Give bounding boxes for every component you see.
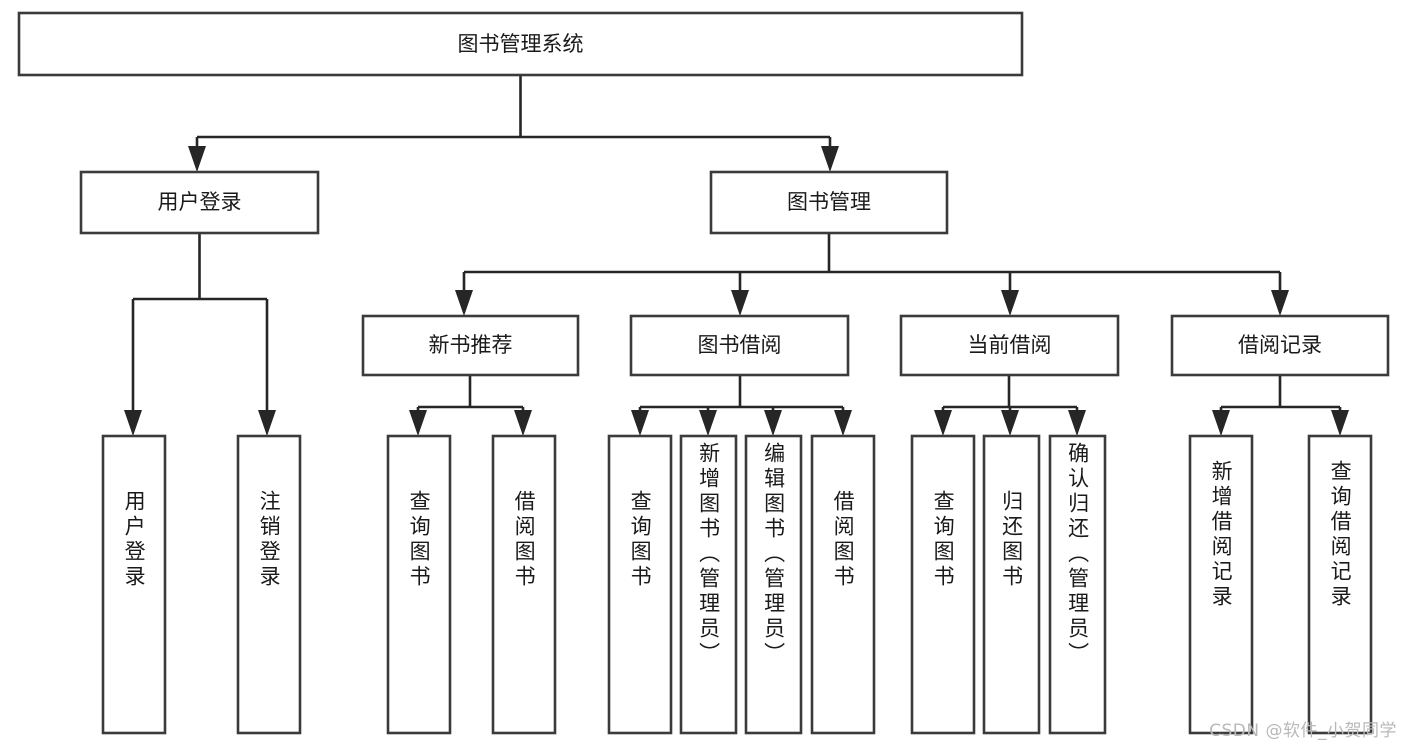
csdn-watermark: CSDN @软件_小贺同学	[1209, 721, 1397, 741]
node-book-management[interactable]: 图书管理	[709, 170, 949, 235]
arrowhead-leaf-return-book	[1001, 410, 1019, 436]
node-borrow-record-label: 借阅记录	[1238, 333, 1322, 357]
node-book-management-box[interactable]	[709, 170, 949, 235]
arrowhead-leaf-query-book-3	[934, 410, 952, 436]
node-borrow-record[interactable]: 借阅记录	[1170, 314, 1390, 377]
arrowhead-book-borrow	[731, 290, 749, 316]
arrowhead-leaf-user-login	[124, 410, 142, 436]
node-new-book-recommend[interactable]: 新书推荐	[361, 314, 580, 377]
leaf-box-confirm-return[interactable]	[1048, 434, 1107, 735]
leaf-box-query-book-2[interactable]	[607, 434, 673, 735]
node-borrow-record-box[interactable]	[1170, 314, 1390, 377]
leaf-box-logout[interactable]	[236, 434, 302, 735]
node-new-book-recommend-label: 新书推荐	[429, 333, 513, 357]
leaf-box-borrow-book-1[interactable]	[491, 434, 557, 735]
leaf-box-return-book[interactable]	[982, 434, 1041, 735]
node-root-label: 图书管理系统	[458, 32, 584, 56]
arrowhead-leaf-logout	[258, 410, 276, 436]
arrowhead-leaf-query-record	[1331, 410, 1349, 436]
leaf-box-edit-book[interactable]	[744, 434, 803, 735]
leaf-box-user-login[interactable]	[101, 434, 167, 735]
arrowhead-leaf-query-book-2	[631, 410, 649, 436]
arrowhead-leaf-edit-book	[764, 410, 782, 436]
arrowhead-current-borrow	[1001, 290, 1019, 316]
node-book-borrow-box[interactable]	[629, 314, 850, 377]
connector-group-new-book-recommend	[409, 375, 532, 436]
leaf-box-add-record[interactable]	[1188, 434, 1254, 735]
leaf-box-query-book-3[interactable]	[910, 434, 976, 735]
arrowhead-leaf-confirm-return	[1068, 410, 1086, 436]
arrowhead-leaf-add-record	[1212, 410, 1230, 436]
leaf-box-query-record[interactable]	[1307, 434, 1373, 735]
leaf-box-borrow-book-2[interactable]	[810, 434, 876, 735]
arrowhead-leaf-add-book	[699, 410, 717, 436]
node-root-box[interactable]	[17, 11, 1024, 77]
node-user-login[interactable]: 用户登录	[79, 170, 320, 235]
node-book-management-label: 图书管理	[787, 190, 871, 214]
node-current-borrow[interactable]: 当前借阅	[899, 314, 1120, 377]
node-root[interactable]: 图书管理系统	[17, 11, 1024, 77]
arrowhead-book-management	[821, 146, 839, 172]
node-current-borrow-label: 当前借阅	[968, 333, 1052, 357]
node-user-login-label: 用户登录	[158, 190, 242, 214]
arrowhead-borrow-record	[1271, 290, 1289, 316]
arrowhead-leaf-borrow-book-2	[834, 410, 852, 436]
leaf-box-query-book-1[interactable]	[386, 434, 452, 735]
connector-group-borrow-record	[1212, 375, 1349, 436]
arrowhead-user-login	[188, 146, 206, 172]
connector-group-current-borrow	[934, 375, 1086, 436]
arrowhead-leaf-query-book-1	[409, 410, 427, 436]
node-new-book-recommend-box[interactable]	[361, 314, 580, 377]
connector-group-book-management	[455, 233, 1289, 316]
node-book-borrow-label: 图书借阅	[698, 333, 782, 357]
arrowhead-leaf-borrow-book-1	[514, 410, 532, 436]
connector-group-root	[188, 75, 839, 172]
arrowhead-new-book-recommend	[455, 290, 473, 316]
node-book-borrow[interactable]: 图书借阅	[629, 314, 850, 377]
leaf-box-add-book[interactable]	[679, 434, 738, 735]
node-user-login-box[interactable]	[79, 170, 320, 235]
node-current-borrow-box[interactable]	[899, 314, 1120, 377]
connector-group-book-borrow	[631, 375, 852, 436]
connector-group-user-login	[124, 233, 276, 436]
